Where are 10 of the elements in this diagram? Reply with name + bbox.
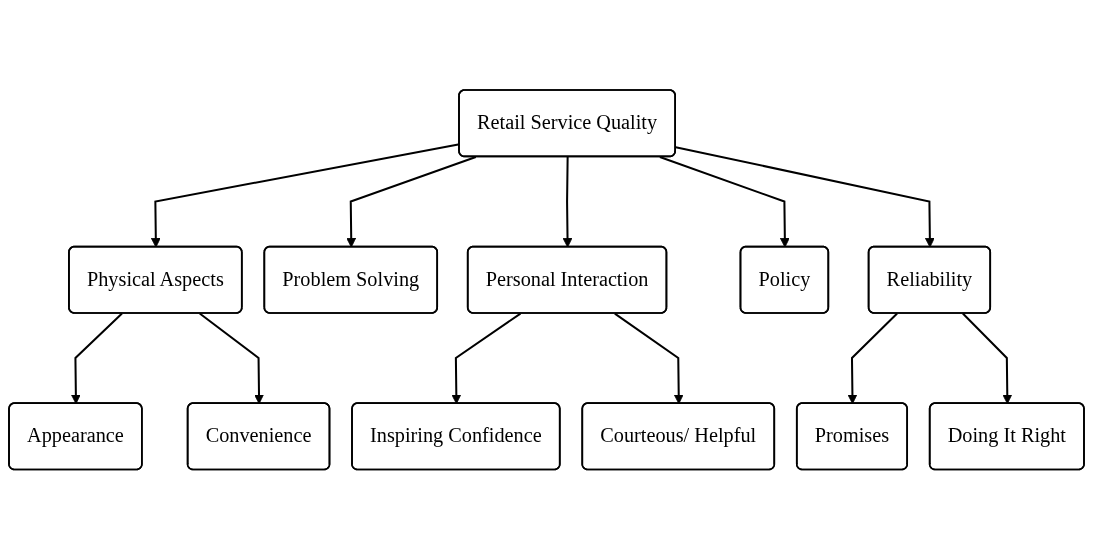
arrow (70, 313, 123, 405)
arrow (614, 312, 684, 405)
arrow (847, 313, 898, 405)
arrow (346, 156, 477, 248)
arrow (562, 157, 573, 248)
arrow (675, 146, 935, 248)
arrow (962, 313, 1013, 405)
arrow (659, 156, 790, 248)
arrow (451, 312, 521, 405)
arrow (199, 312, 264, 405)
